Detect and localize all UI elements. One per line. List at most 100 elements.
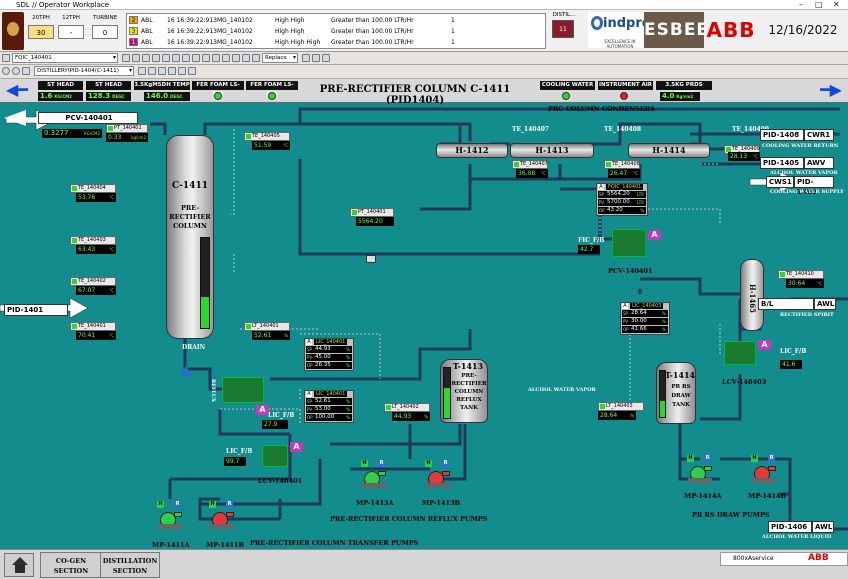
alarm-icon[interactable] — [202, 54, 210, 62]
alarm-row[interactable]: 3 ABL 16 16:39:22:913 MG_140102 High Hig… — [127, 26, 545, 37]
lic-140403-faceplate[interactable]: LIC_140403 28.64% 30.00% 41.66% — [620, 302, 670, 335]
info-icon[interactable] — [188, 67, 196, 75]
search-icon[interactable] — [172, 54, 180, 62]
counter-20tph[interactable]: 20TPH 30 — [28, 13, 54, 49]
lt-140403-tag[interactable]: LT_140403 — [598, 402, 644, 411]
hx-h1414[interactable]: H-1414 — [628, 143, 710, 158]
lic-140401-faceplate-2[interactable]: LIC_140401 52.61% 53.00% 100.00% — [304, 390, 354, 423]
reflux-valve[interactable] — [222, 377, 264, 403]
settings-icon[interactable] — [312, 54, 320, 62]
pt-140401-tag[interactable]: PT_140401 — [106, 124, 148, 133]
cooling-water-supply-stream[interactable]: CWS1 PID-1408 — [760, 174, 846, 196]
te-140404-tag[interactable]: TE_140404 — [70, 184, 116, 193]
te-140404-value: 53.76°C — [76, 193, 116, 202]
alarm-row[interactable]: 1 ABL 16 16:39:22:913 MG_140102 High Hig… — [127, 37, 545, 48]
auto-mode-badge[interactable]: A — [290, 442, 303, 452]
grid-icon[interactable] — [178, 67, 186, 75]
auto-mode-badge[interactable]: A — [256, 405, 269, 415]
te-140405-value: 51.59°C — [252, 141, 290, 150]
ls-503-lamp — [268, 92, 276, 100]
copy-icon[interactable] — [158, 67, 166, 75]
minimize-button[interactable]: – — [799, 0, 803, 9]
replace-mode-selector[interactable]: Replace — [262, 53, 298, 63]
counter-12tph[interactable]: 12TPH - — [58, 13, 84, 49]
user-indicator[interactable]: 800xAservice — [720, 552, 848, 566]
toolbar-navigation: DISTILLERY\PID-1404(C-1411) — [0, 65, 848, 79]
maximize-button[interactable]: □ — [815, 0, 823, 9]
alarm-row[interactable]: 2 ABL 16 16:39:22:913 MG_140102 High Hig… — [127, 15, 545, 26]
hx-h1412[interactable]: H-1412 — [436, 143, 508, 158]
forward-nav-icon[interactable] — [12, 67, 20, 75]
help-icon[interactable] — [322, 54, 330, 62]
event-icon[interactable] — [222, 54, 230, 62]
auto-mode-badge[interactable]: A — [758, 340, 771, 350]
control-valve-icon[interactable] — [366, 255, 376, 263]
path-selector[interactable]: DISTILLERY\PID-1404(C-1411) — [34, 66, 134, 76]
te-140403-tag[interactable]: TE_140403 — [70, 236, 116, 245]
overlap-icon[interactable] — [302, 54, 310, 62]
alcohol-water-liquid-stream[interactable]: PID-1406 AWL — [768, 519, 848, 535]
faceplate-icon[interactable] — [232, 54, 240, 62]
home-icon[interactable] — [22, 67, 30, 75]
pcv-140401-label: PCV-140401 — [608, 267, 653, 275]
close-button[interactable]: ✕ — [833, 0, 840, 9]
lt-140401-tag[interactable]: LT_140401 — [244, 322, 290, 331]
forward-icon[interactable] — [142, 54, 150, 62]
hx-h1413[interactable]: H-1413 — [510, 143, 594, 158]
lic-140401-faceplate-1[interactable]: LIC_140401 44.93% 45.00% 26.35% — [304, 338, 354, 371]
note-icon[interactable] — [242, 54, 250, 62]
te-140402-tag[interactable]: TE_140402 — [70, 277, 116, 286]
favorites-icon[interactable] — [152, 54, 160, 62]
prev-display-arrow-icon[interactable]: ◀━ — [6, 80, 28, 99]
te-140407-tag[interactable]: TE_140407 — [512, 160, 548, 169]
folder-icon[interactable] — [168, 67, 176, 75]
te-140401-tag[interactable]: TE_140401 — [70, 322, 116, 331]
lcv-140403-valve[interactable] — [724, 341, 756, 365]
lcv-140401-valve[interactable] — [262, 445, 288, 467]
counter-turbine[interactable]: TURBINE 0 — [92, 15, 118, 39]
back-nav-icon[interactable] — [2, 67, 10, 75]
distillery-indicator[interactable]: DISTIL... 11 — [552, 12, 576, 49]
pt-140401-mid-tag[interactable]: PT_140401 — [350, 208, 394, 217]
te-140405-tag[interactable]: TE_140405 — [244, 132, 290, 141]
auto-mode-badge[interactable]: A — [648, 230, 661, 240]
window-icon[interactable] — [2, 54, 10, 62]
te-140408-value: 26.47°C — [608, 169, 640, 178]
link-icon[interactable] — [138, 67, 146, 75]
refresh-icon[interactable] — [122, 54, 130, 62]
hx-h1465[interactable] — [740, 259, 764, 331]
alcohol-water-vapor-stream[interactable]: PID-1405 AWV — [760, 155, 846, 171]
object-selector[interactable]: FQIC_140401 — [12, 53, 118, 63]
pid-1401-inlet[interactable]: PID-1401 — [4, 304, 68, 316]
home-button[interactable] — [4, 553, 34, 577]
alarm-list[interactable]: 2 ABL 16 16:39:22:913 MG_140102 High Hig… — [126, 13, 546, 49]
print-icon[interactable] — [192, 54, 200, 62]
pcv-outlet-stream[interactable]: PCV-140401 — [4, 110, 154, 126]
cooling-water-return-stream[interactable]: PID-1408 CWR1 — [760, 127, 846, 143]
rectified-spirit-stream[interactable]: B/L AWL — [758, 296, 848, 312]
status-bar: ◀━ ST HEAD PRESS 1.6KG/CM2 ST HEAD TEMP … — [0, 79, 848, 106]
window-mode-icon[interactable] — [252, 54, 260, 62]
next-display-arrow-icon[interactable]: ━▶ — [820, 80, 842, 99]
te-140408-tag[interactable]: TE_140408 — [604, 160, 640, 169]
toolbar-primary: FQIC_140401 Replace — [0, 52, 848, 65]
trend-icon[interactable] — [212, 54, 220, 62]
lt-140402-tag[interactable]: LT_140402 — [384, 403, 430, 412]
back-icon[interactable] — [132, 54, 140, 62]
lock-icon[interactable] — [148, 67, 156, 75]
star-icon[interactable] — [162, 54, 170, 62]
pcv-140401-valve[interactable] — [612, 229, 646, 257]
te-140410-tag[interactable]: TE_140410 — [778, 270, 824, 279]
zoom-icon[interactable] — [182, 54, 190, 62]
